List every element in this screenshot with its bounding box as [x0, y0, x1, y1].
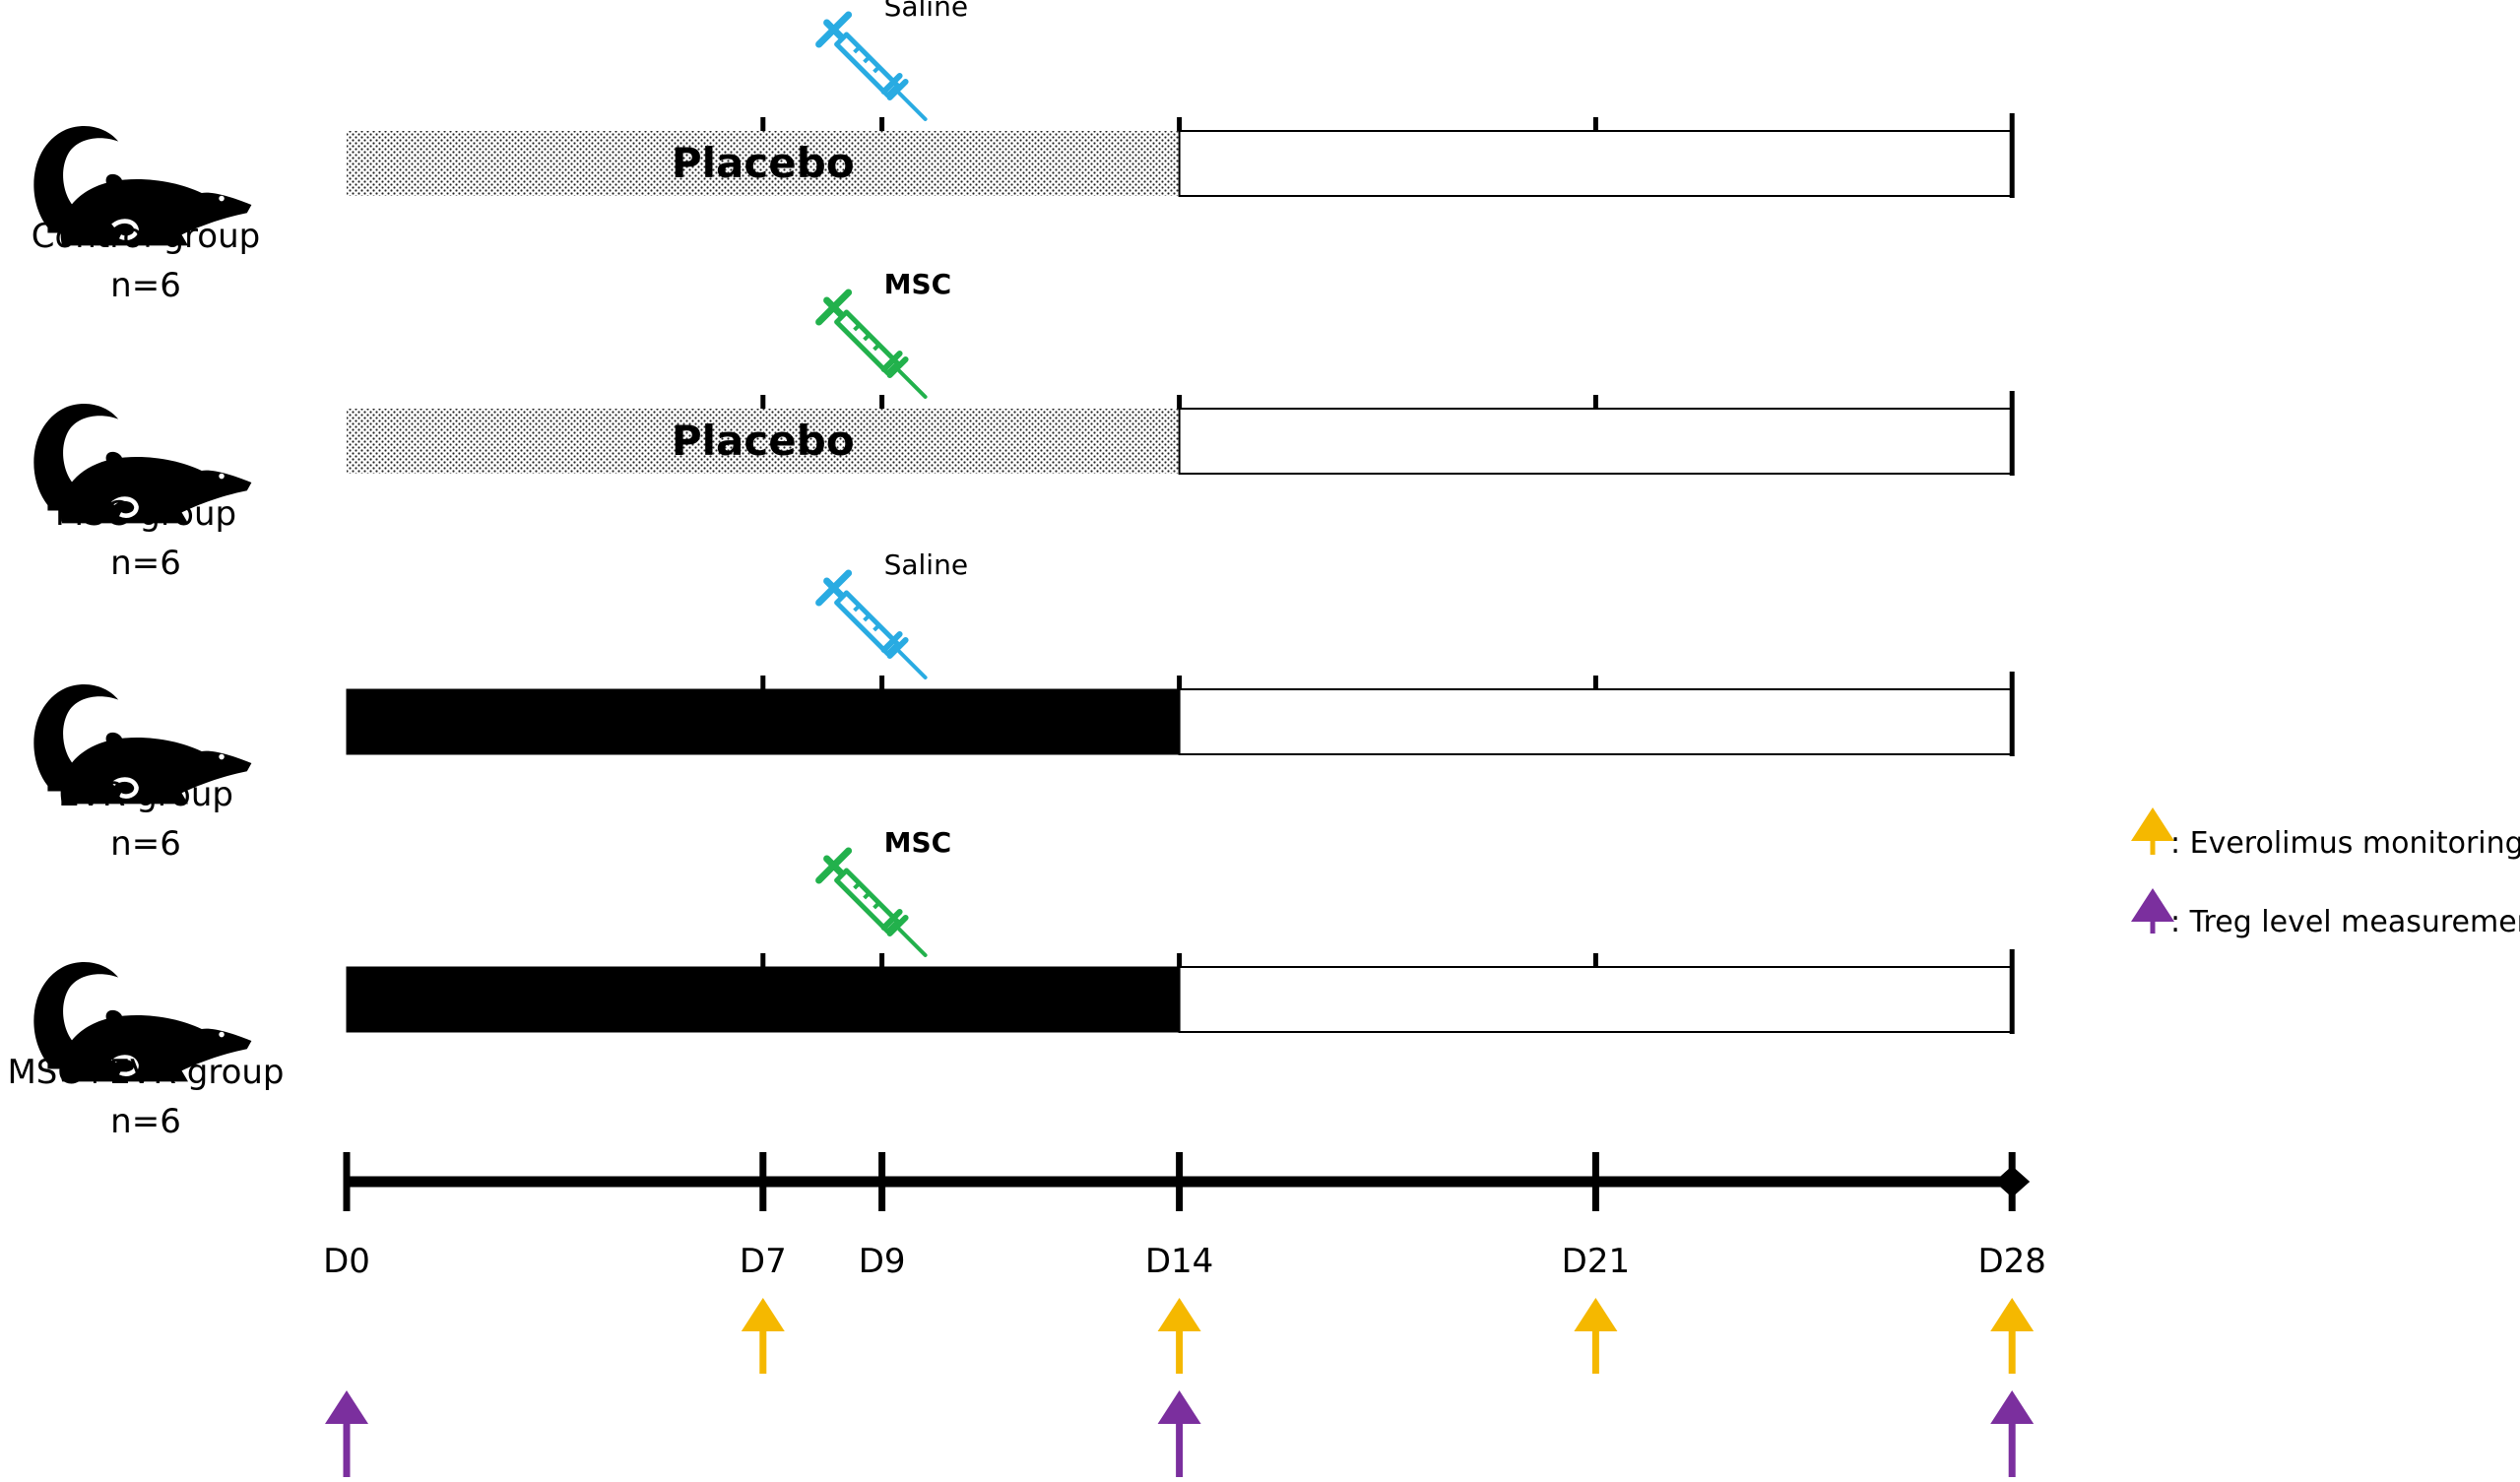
timeline-day-label: D9	[859, 1242, 906, 1281]
follow-up-bar	[1178, 966, 2014, 1033]
everolimus-monitoring-arrow	[1157, 1298, 1201, 1374]
group-n: n=6	[110, 266, 181, 305]
treatment-label: Everolimus	[649, 975, 877, 1023]
group-n: n=6	[110, 1102, 181, 1141]
follow-up-bar	[1178, 408, 2014, 475]
treatment-bar	[347, 409, 1180, 474]
syringe-icon	[819, 851, 926, 955]
treg-measurement-arrow	[325, 1390, 368, 1477]
legend-everolimus-arrow	[2131, 807, 2174, 855]
group-n: n=6	[110, 824, 181, 864]
injection-label: Saline	[884, 0, 968, 23]
everolimus-monitoring-arrow	[1574, 1298, 1618, 1374]
everolimus-monitoring-arrow	[741, 1298, 785, 1374]
group-name: EVR group	[58, 775, 233, 814]
legend-treg-label: : Treg level measurement	[2170, 905, 2520, 939]
treatment-label: Placebo	[672, 417, 855, 465]
treatment-bar	[347, 131, 1180, 196]
legend: : Everolimus monitoring : Treg level meas…	[2131, 807, 2520, 939]
treatment-label: Placebo	[672, 139, 855, 187]
syringe-icon	[819, 292, 926, 397]
timeline-day-label: D0	[323, 1242, 370, 1281]
group-name: MSC group	[55, 494, 236, 534]
group-row: EVR group n=6 Everolimus Saline	[33, 548, 2015, 864]
everolimus-monitoring-arrow	[1990, 1298, 2035, 1374]
group-name: Control group	[32, 217, 260, 256]
group-n: n=6	[110, 544, 181, 583]
legend-everolimus-label: : Everolimus monitoring	[2170, 826, 2520, 861]
treatment-bar	[346, 688, 1181, 755]
injection-label: MSC	[884, 826, 952, 859]
timeline-day-label: D28	[1977, 1242, 2045, 1281]
treg-measurement-arrow	[1990, 1390, 2035, 1477]
syringe-icon	[819, 15, 926, 119]
treatment-label: Everolimus	[649, 697, 877, 745]
timeline: D0 D7 D9 D14 D21 D28	[323, 1152, 2046, 1477]
timeline-day-label: D21	[1562, 1242, 1630, 1281]
timeline-day-label: D7	[740, 1242, 787, 1281]
injection-label: MSC	[884, 268, 952, 300]
follow-up-bar	[1178, 688, 2014, 755]
follow-up-bar	[1178, 130, 2014, 197]
syringe-icon	[819, 573, 926, 677]
legend-treg-arrow	[2131, 888, 2174, 934]
treg-measurement-arrow	[1157, 1390, 1201, 1477]
timeline-day-label: D14	[1145, 1242, 1213, 1281]
injection-label: Saline	[884, 548, 968, 581]
group-name: MSC+EVR group	[7, 1053, 284, 1092]
group-row: Control group n=6 Placebo Saline	[32, 0, 2015, 305]
